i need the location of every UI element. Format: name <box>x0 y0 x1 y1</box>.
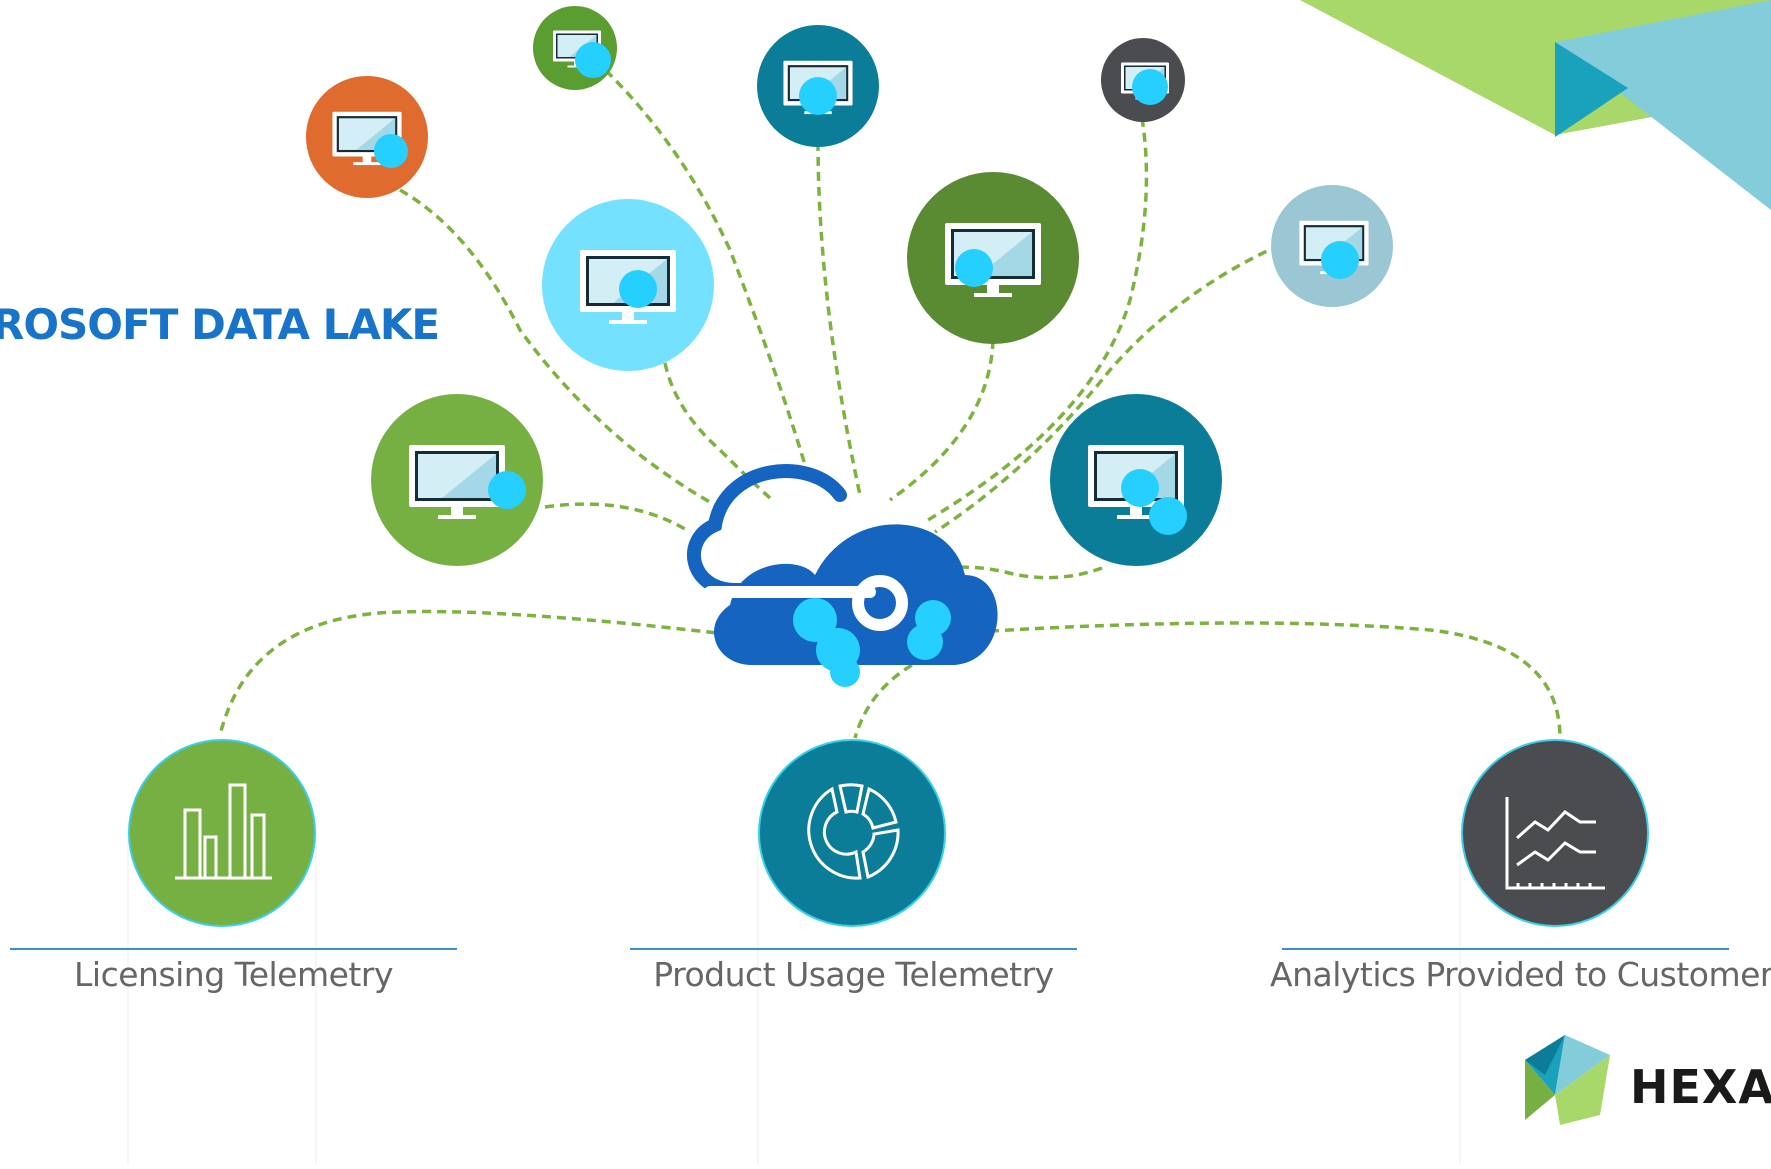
connector-line <box>816 141 862 496</box>
caption-rule-analytics <box>1282 948 1729 950</box>
caption-rule-product-usage <box>630 948 1077 950</box>
connector-line <box>888 339 995 502</box>
device-node-orange <box>306 76 428 198</box>
donut-chart-icon <box>807 783 900 880</box>
guide-lines <box>127 830 1461 1164</box>
connector-line <box>853 656 926 739</box>
bar-chart-icon <box>175 783 272 880</box>
page-title: ROSOFT DATA LAKE <box>0 300 440 349</box>
connector-line <box>218 609 761 736</box>
device-node-light-blue <box>542 199 714 371</box>
device-node-charcoal-small <box>1101 38 1185 122</box>
device-node-teal-top <box>757 25 879 147</box>
connector-lines <box>218 58 1562 739</box>
connector-line <box>934 243 1281 534</box>
connector-line <box>927 117 1149 522</box>
connector-line <box>544 502 691 534</box>
device-node-green <box>371 394 543 566</box>
connector-line <box>399 188 716 507</box>
output-node-analytics <box>1461 739 1649 927</box>
device-node-pale-blue <box>1271 185 1393 307</box>
caption-analytics-provided: Analytics Provided to Customers <box>1270 955 1771 994</box>
output-node-product-usage <box>758 739 946 927</box>
device-node-green-small <box>533 6 617 90</box>
connector-line <box>944 565 1103 580</box>
caption-product-usage-telemetry: Product Usage Telemetry <box>653 955 1054 994</box>
brand-name: HEXAG <box>1630 1060 1771 1114</box>
caption-rule-licensing <box>10 948 457 950</box>
device-node-teal <box>1050 394 1222 566</box>
corner-decoration <box>1300 0 1771 210</box>
connector-line <box>593 58 810 476</box>
connector-line <box>663 362 772 500</box>
line-chart-icon <box>1505 797 1605 890</box>
hexagon-logo-icon <box>1525 1035 1610 1125</box>
data-lake-cloud-icon <box>686 464 998 687</box>
output-node-licensing <box>128 739 316 927</box>
caption-licensing-telemetry: Licensing Telemetry <box>74 955 393 994</box>
device-node-dark-green <box>907 172 1079 344</box>
connector-line <box>974 621 1562 739</box>
